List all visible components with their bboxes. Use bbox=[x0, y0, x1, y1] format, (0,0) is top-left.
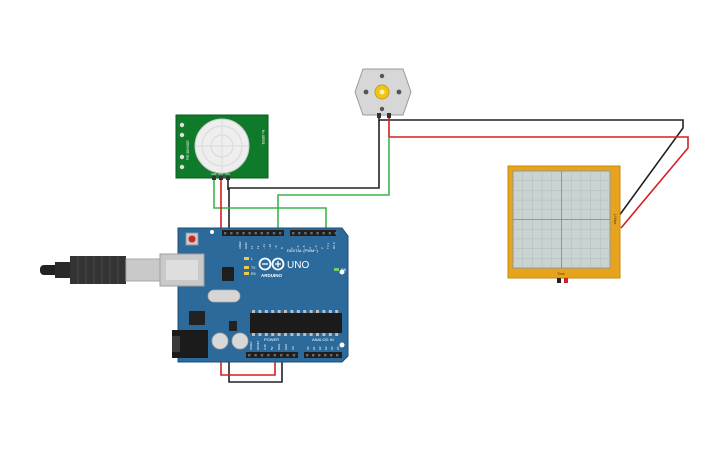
digital-pin-label: ~11 bbox=[262, 244, 266, 249]
analog-pin-label: A2 bbox=[318, 346, 322, 350]
digital-pin-label: ~9 bbox=[274, 245, 278, 249]
label-on: ON bbox=[341, 268, 347, 272]
motor-mount-hole-right bbox=[396, 89, 402, 95]
pir-pins bbox=[212, 176, 230, 180]
pir-side-label: PIR SENSOR bbox=[186, 140, 190, 160]
power-pin-label: 3.3V bbox=[263, 344, 267, 350]
power-pin-labels: IOREF RESET 3.3V 5V GND GND Vin bbox=[249, 340, 295, 350]
arduino-crystal bbox=[207, 289, 241, 303]
led-on bbox=[334, 268, 339, 271]
power-pin-label: GND bbox=[284, 344, 288, 350]
wire-motor-signal-green[interactable] bbox=[277, 137, 390, 230]
analog-pin-label: A5 bbox=[336, 346, 340, 350]
pir-pin-label-gnd: GND bbox=[211, 173, 217, 176]
analog-pin-label: A4 bbox=[330, 346, 334, 350]
digital-pin-label: ~5 bbox=[302, 245, 306, 249]
wire-pir-out-green[interactable] bbox=[213, 178, 327, 230]
dc-motor[interactable] bbox=[354, 68, 412, 118]
digital-pin-label: 12 bbox=[256, 245, 260, 249]
analog-header[interactable] bbox=[304, 352, 342, 358]
oscilloscope[interactable]: Time U Max bbox=[507, 165, 621, 283]
analog-pin-label: A1 bbox=[312, 346, 316, 350]
digital-pin-label: TX 1 bbox=[326, 242, 330, 249]
digital-pin-label: 13 bbox=[250, 245, 254, 249]
pir-sensor[interactable]: PIR SENSOR Hc-SR501 GND OUT VCC bbox=[175, 114, 269, 180]
power-pin-label: RESET bbox=[256, 340, 260, 350]
mount-hole bbox=[339, 269, 345, 275]
oscilloscope-time-label: Time bbox=[557, 272, 565, 276]
arduino-capacitor bbox=[211, 332, 229, 350]
led-l bbox=[244, 257, 249, 260]
wire-motor-scope-red[interactable] bbox=[388, 113, 689, 229]
oscilloscope-umax-label: U Max bbox=[613, 214, 617, 225]
digital-pin-label: 8 bbox=[280, 247, 284, 249]
digital-pin-label: 4 bbox=[308, 247, 312, 249]
power-header-label: POWER bbox=[264, 337, 279, 342]
usb-plug-icon bbox=[125, 258, 161, 282]
power-pin-label: GND bbox=[277, 344, 281, 350]
led-rx bbox=[244, 272, 249, 275]
usb-cable[interactable] bbox=[40, 256, 161, 284]
oscilloscope-terminal-pos[interactable] bbox=[564, 278, 568, 283]
power-pin-label: IOREF bbox=[249, 341, 253, 350]
digital-pin-label: AREF bbox=[238, 241, 242, 249]
motor-mount-hole-bottom bbox=[379, 106, 385, 112]
digital-header-label: DIGITAL (PWM~) bbox=[287, 248, 319, 253]
digital-header-high[interactable] bbox=[290, 230, 336, 236]
power-header[interactable] bbox=[246, 352, 298, 358]
pir-pin-label-vcc: VCC bbox=[225, 173, 230, 176]
pir-pad bbox=[179, 122, 185, 128]
atmega-chip bbox=[250, 313, 342, 333]
digital-header-low[interactable] bbox=[222, 230, 284, 236]
oscilloscope-terminal-neg[interactable] bbox=[557, 278, 561, 283]
power-pin-label: Vin bbox=[291, 346, 295, 350]
digital-pin-label: ~10 bbox=[268, 244, 272, 249]
analog-header-label: ANALOG IN bbox=[312, 337, 334, 342]
label-tx: TX bbox=[251, 266, 256, 270]
motor-terminal-1[interactable] bbox=[377, 113, 381, 118]
arduino-logo-icon bbox=[258, 257, 285, 271]
pir-right-label: Hc-SR501 bbox=[261, 130, 265, 145]
digital-pin-labels: AREF GND 13 12 ~11 ~10 ~9 8 7 ~6 ~5 4 ~3… bbox=[238, 241, 336, 249]
motor-mount-hole-left bbox=[363, 89, 369, 95]
arduino-uno[interactable]: L TX RX ON UNO ARDUINO AREF GND 13 12 ~1… bbox=[159, 227, 349, 363]
digital-pin-label: ~3 bbox=[314, 245, 318, 249]
pir-pin-label-out: OUT bbox=[218, 173, 224, 176]
analog-pin-labels: A0 A1 A2 A3 A4 A5 bbox=[306, 346, 340, 350]
motor-terminal-2[interactable] bbox=[387, 113, 391, 118]
power-pin-label: 5V bbox=[270, 346, 274, 350]
atmega-chip-legs bbox=[252, 310, 339, 336]
digital-pin-label: RX 0 bbox=[332, 242, 336, 249]
digital-pin-label: 2 bbox=[320, 247, 324, 249]
arduino-brand: ARDUINO bbox=[261, 273, 282, 278]
motor-mount-hole-top bbox=[379, 73, 385, 79]
analog-pin-label: A0 bbox=[306, 346, 310, 350]
pin-holes bbox=[224, 232, 339, 357]
label-l: L bbox=[251, 257, 253, 261]
arduino-model: UNO bbox=[287, 260, 309, 271]
digital-pin-label: GND bbox=[244, 242, 248, 250]
digital-pin-label: 7 bbox=[290, 247, 294, 249]
digital-pin-label: ~6 bbox=[296, 245, 300, 249]
analog-pin-label: A3 bbox=[324, 346, 328, 350]
label-rx: RX bbox=[251, 272, 257, 276]
led-tx bbox=[244, 266, 249, 269]
arduino-usb-chip bbox=[222, 267, 234, 281]
